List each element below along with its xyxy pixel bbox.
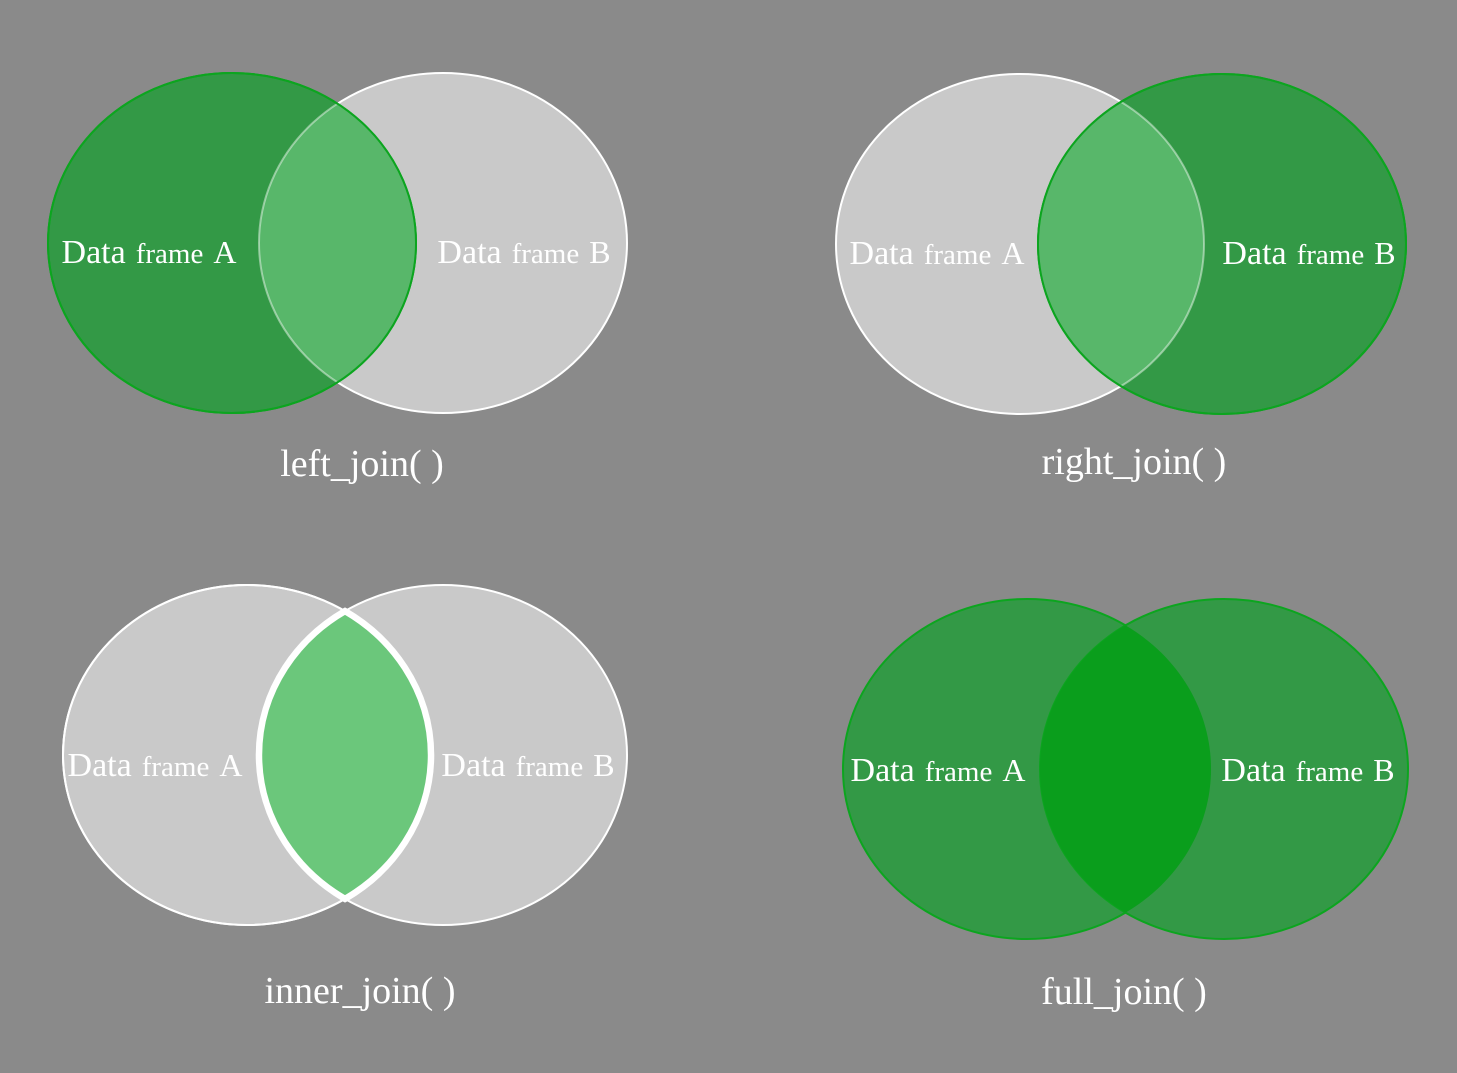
label-word: Data [437,234,501,271]
label-word: B [1373,752,1394,788]
panel-left-join: Data frame A Data frame B left_join( ) [0,0,729,537]
circle-b-arc-through-overlap [258,73,416,413]
overlap-region [258,103,417,383]
label-word: Data [62,234,126,271]
overlap-region [1037,101,1205,387]
panel-right-join: Data frame A Data frame B right_join( ) [728,0,1457,537]
label-word: A [1002,752,1025,788]
circle-a-outline [47,72,417,414]
caption-left-join: left_join( ) [280,443,444,485]
label-word: Data [68,747,132,784]
label-data-frame-b: Data frame B [1221,752,1394,789]
label-word: frame [1297,239,1365,271]
label-word: frame [516,751,584,783]
label-data-frame-a: Data frame A [68,747,243,784]
overlap-region [1039,625,1212,913]
label-word: B [593,747,614,783]
caption-right-join: right_join( ) [1042,441,1227,483]
label-word: B [1374,235,1395,271]
circle-b-outline [1037,73,1407,415]
label-word: A [1001,235,1024,271]
label-word: Data [1221,752,1285,789]
panel-inner-join: Data frame A Data frame B inner_join( ) [0,536,729,1073]
label-word: frame [925,756,993,788]
label-word: Data [850,235,914,272]
label-word: A [219,747,242,783]
caption-inner-join: inner_join( ) [264,970,455,1012]
label-word: Data [441,747,505,784]
label-word: frame [512,238,580,270]
overlap-region [255,607,435,903]
label-data-frame-b: Data frame B [1222,235,1395,272]
label-word: frame [142,751,210,783]
label-word: B [589,234,610,270]
label-data-frame-a: Data frame A [851,752,1026,789]
venn-full-join: Data frame A Data frame B full_join( ) [842,598,1409,1013]
label-word: Data [1222,235,1286,272]
venn-right-join: Data frame A Data frame B right_join( ) [835,73,1407,483]
label-word: frame [136,238,204,270]
label-word: frame [1296,756,1364,788]
label-data-frame-a: Data frame A [850,235,1025,272]
venn-left-join: Data frame A Data frame B left_join( ) [47,72,628,485]
caption-full-join: full_join( ) [1041,971,1207,1013]
label-word: A [213,234,236,270]
label-word: Data [851,752,915,789]
label-word: frame [924,239,992,271]
label-data-frame-a: Data frame A [62,234,237,271]
panel-full-join: Data frame A Data frame B full_join( ) [728,536,1457,1073]
circle-a-arc-through-overlap [1038,74,1205,414]
label-data-frame-b: Data frame B [441,747,614,784]
venn-inner-join: Data frame A Data frame B inner_join( ) [62,584,628,1012]
label-data-frame-b: Data frame B [437,234,610,271]
